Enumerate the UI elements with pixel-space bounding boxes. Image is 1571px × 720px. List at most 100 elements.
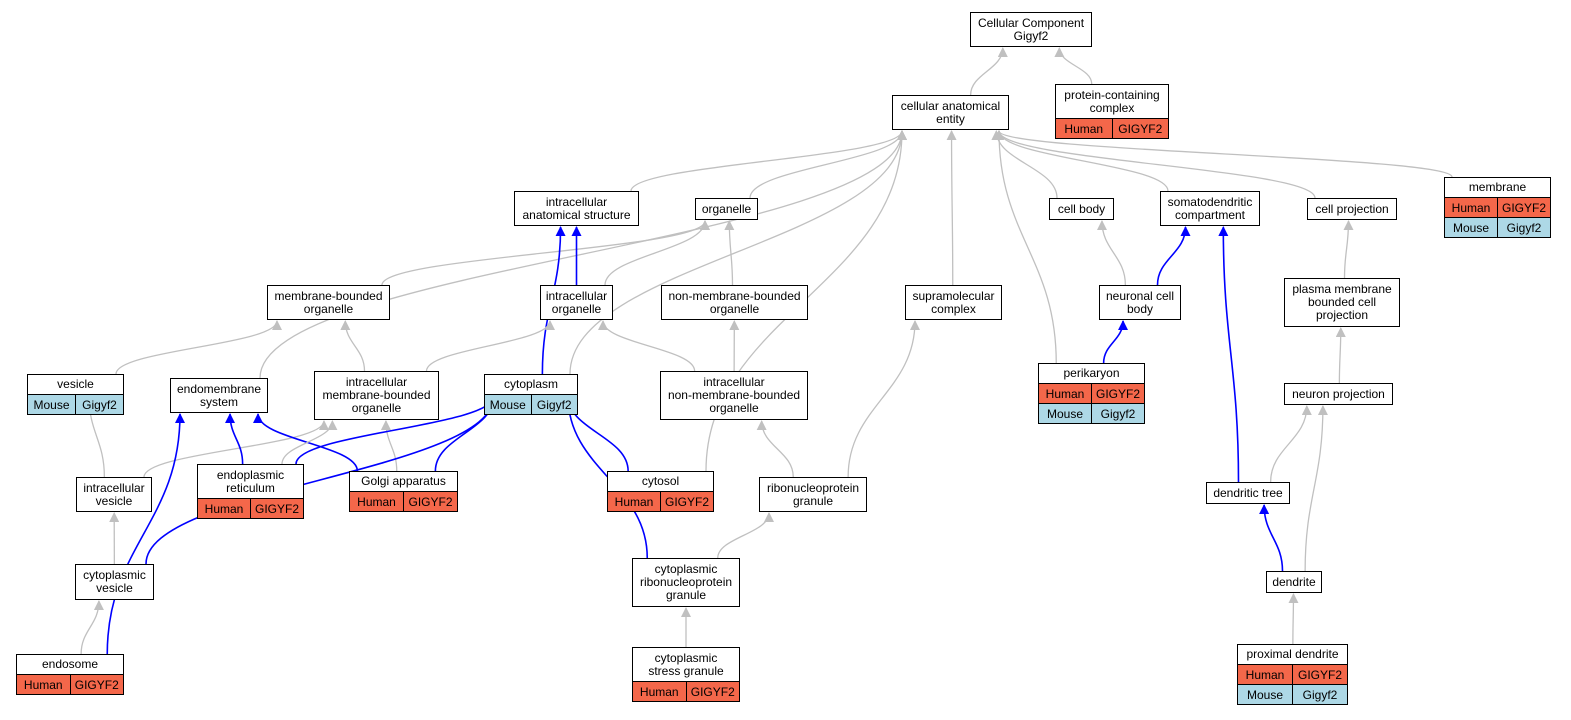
edge-golgi-to-imbo — [380, 420, 398, 472]
node-nmbo[interactable]: non-membrane-bounded organelle — [661, 285, 808, 320]
edge-rnp-to-supramolecular — [847, 320, 920, 478]
node-supramolecular[interactable]: supramolecular complex — [905, 285, 1002, 320]
gene-symbol: GIGYF2 — [1497, 198, 1550, 217]
edge-crnp-to-rnp — [717, 512, 774, 559]
node-cell-body[interactable]: cell body — [1049, 198, 1114, 220]
edge-ncb-to-cell-body — [1096, 220, 1127, 286]
species-label: Human — [1045, 386, 1085, 401]
node-io[interactable]: intracellular organelle — [540, 285, 613, 320]
node-proximal-dendrite[interactable]: proximal dendrite — [1237, 644, 1348, 665]
node-dendrite[interactable]: dendrite — [1266, 571, 1322, 593]
edge-pmbcp-to-cell-projection — [1343, 220, 1354, 279]
species-label: Human — [1064, 121, 1104, 136]
protein-complex-human-row: Human GIGYF2 — [1055, 118, 1169, 139]
edge-membrane-to-cae — [994, 130, 1453, 178]
node-iv[interactable]: intracellular vesicle — [76, 477, 152, 512]
node-perikaryon[interactable]: perikaryon — [1038, 363, 1145, 384]
node-crnp[interactable]: cytoplasmic ribonucleoprotein granule — [632, 558, 740, 607]
gene-symbol: GIGYF2 — [250, 499, 303, 518]
node-endomembrane[interactable]: endomembrane system — [170, 378, 268, 413]
edge-endosome-to-endomembrane — [106, 413, 185, 655]
edge-io-to-organelle — [604, 220, 710, 286]
node-inmbo[interactable]: intracellular non-membrane-bounded organ… — [660, 371, 808, 420]
node-golgi[interactable]: Golgi apparatus — [349, 471, 458, 492]
species-label: Human — [204, 501, 244, 516]
edge-dendrite-to-dendritic-tree — [1259, 504, 1284, 572]
node-csg[interactable]: cytoplasmic stress granule — [632, 647, 740, 682]
edge-protein-complex-to-root — [1054, 47, 1093, 85]
gene-symbol: Gigyf2 — [1497, 218, 1550, 237]
edge-iv-to-imbo — [143, 420, 329, 478]
node-cae[interactable]: cellular anatomical entity — [892, 95, 1009, 130]
gene-symbol: GIGYF2 — [660, 492, 713, 511]
perikaryon-mouse-row: Mouse Gigyf2 — [1038, 403, 1145, 424]
edge-supramolecular-to-cae — [946, 130, 957, 286]
edge-nmbo-to-organelle — [724, 220, 735, 286]
node-ias[interactable]: intracellular anatomical structure — [514, 191, 639, 226]
node-er[interactable]: endoplasmic reticulum — [197, 464, 304, 499]
edge-perikaryon-to-cae — [994, 130, 1057, 364]
node-somatodendritic[interactable]: somatodendritic compartment — [1160, 191, 1260, 226]
species-label: Human — [639, 684, 679, 699]
species-label: Human — [23, 677, 63, 692]
golgi-human-row: Human GIGYF2 — [349, 491, 458, 512]
gene-symbol: GIGYF2 — [685, 682, 740, 701]
edge-rnp-to-inmbo — [756, 420, 794, 478]
gene-symbol: Gigyf2 — [1091, 404, 1144, 423]
species-label: Mouse — [33, 397, 70, 412]
species-label: Human — [357, 494, 396, 509]
gene-symbol: GIGYF2 — [1111, 119, 1169, 138]
species-label: Human — [1451, 200, 1491, 215]
species-label: Mouse — [1046, 406, 1084, 421]
node-protein-complex[interactable]: protein-containing complex — [1055, 84, 1169, 119]
edge-ias-to-cae — [630, 130, 907, 192]
node-ncb[interactable]: neuronal cell body — [1099, 285, 1181, 320]
node-organelle[interactable]: organelle — [695, 198, 758, 220]
node-cytosol[interactable]: cytosol — [607, 471, 714, 492]
node-root[interactable]: Cellular Component Gigyf2 — [970, 12, 1092, 47]
edge-imbo-to-mbo — [340, 320, 366, 372]
gene-symbol: Gigyf2 — [75, 395, 123, 414]
edge-cell-projection-to-cae — [994, 130, 1316, 199]
membrane-human-row: Human GIGYF2 — [1444, 197, 1551, 218]
node-cv[interactable]: cytoplasmic vesicle — [75, 564, 154, 600]
edge-mbo-to-organelle — [381, 220, 710, 286]
edge-dendritic-tree-to-neuron-projection — [1269, 405, 1312, 483]
edge-cv-to-cytoplasm — [145, 395, 499, 565]
cytosol-human-row: Human GIGYF2 — [607, 491, 714, 512]
edge-dendrite-to-neuron-projection — [1304, 405, 1328, 572]
node-vesicle[interactable]: vesicle — [27, 374, 124, 395]
node-cytoplasm[interactable]: cytoplasm — [484, 374, 578, 395]
edge-endomembrane-to-cae — [259, 130, 907, 379]
gene-symbol: GIGYF2 — [1292, 665, 1347, 684]
node-imbo[interactable]: intracellular membrane-bounded organelle — [314, 371, 439, 420]
edge-er-to-endomembrane — [225, 413, 244, 465]
node-mbo[interactable]: membrane-bounded organelle — [267, 285, 390, 320]
species-label: Mouse — [1246, 687, 1284, 702]
perikaryon-human-row: Human GIGYF2 — [1038, 383, 1145, 404]
edge-inmbo-to-io — [598, 320, 696, 372]
edge-imbo-to-io — [425, 320, 555, 372]
edge-dendritic-tree-to-somatodendritic — [1218, 226, 1240, 483]
species-label: Human — [614, 494, 654, 509]
node-rnp[interactable]: ribonucleoprotein granule — [759, 477, 867, 512]
gene-symbol: GIGYF2 — [1091, 384, 1144, 403]
edge-perikaryon-to-ncb — [1102, 320, 1129, 364]
node-pmbcp[interactable]: plasma membrane bounded cell projection — [1284, 278, 1400, 327]
node-endosome[interactable]: endosome — [16, 654, 124, 675]
edge-somatodendritic-to-cae — [994, 130, 1169, 192]
gene-symbol: GIGYF2 — [403, 492, 457, 511]
csg-human-row: Human GIGYF2 — [632, 681, 740, 702]
node-dendritic-tree[interactable]: dendritic tree — [1206, 482, 1290, 504]
node-neuron-projection[interactable]: neuron projection — [1284, 383, 1393, 405]
node-membrane[interactable]: membrane — [1444, 177, 1551, 198]
node-cell-projection[interactable]: cell projection — [1307, 198, 1397, 220]
vesicle-mouse-row: Mouse Gigyf2 — [27, 394, 124, 415]
edge-er-to-imbo — [281, 420, 338, 465]
